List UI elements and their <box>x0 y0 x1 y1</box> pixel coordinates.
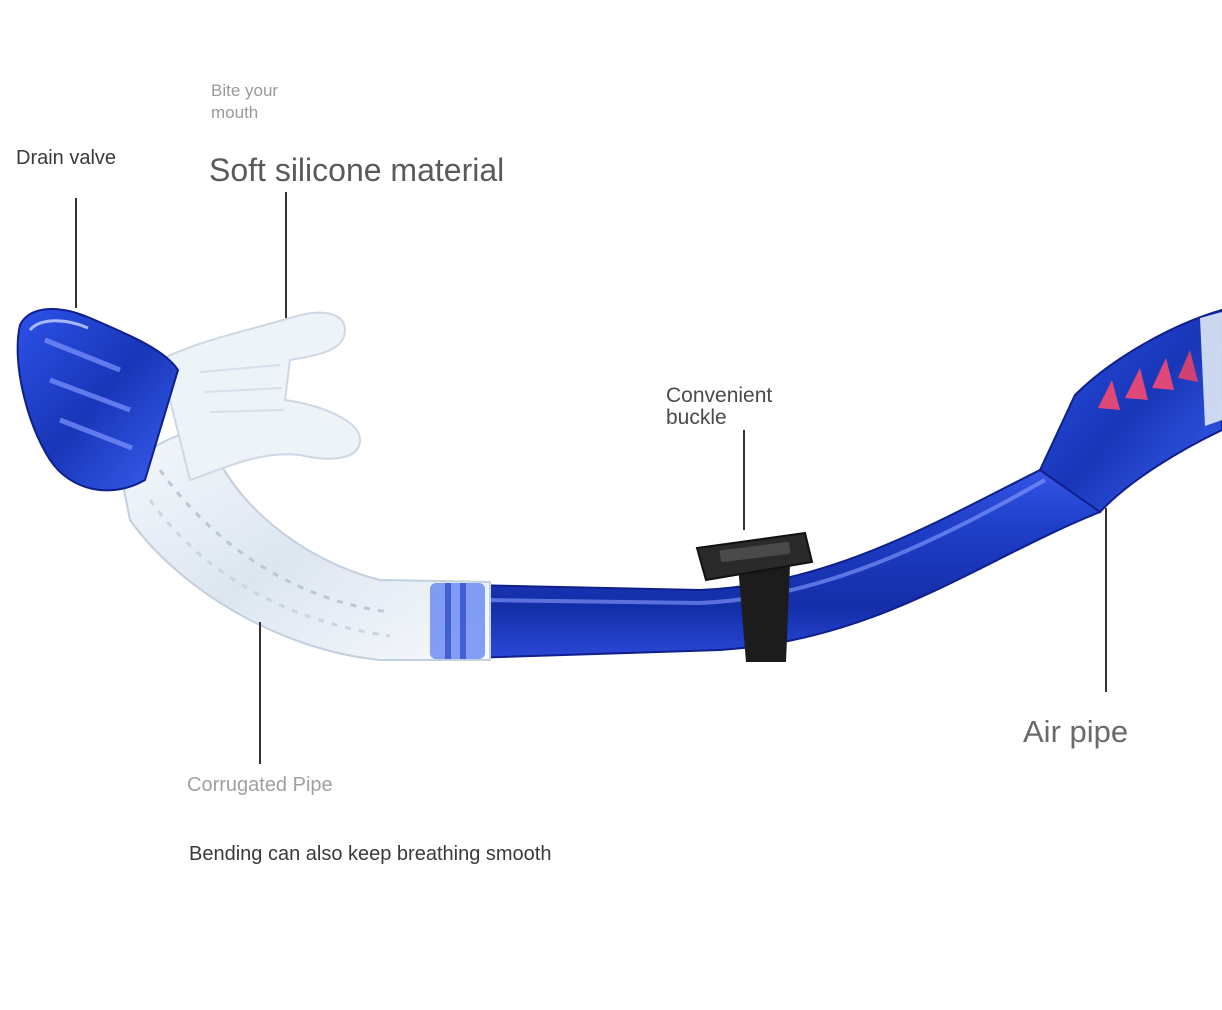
bending-note-label: Bending can also keep breathing smooth <box>189 843 552 865</box>
corrugated-pipe-part <box>118 430 491 661</box>
air-pipe-label: Air pipe <box>1023 714 1129 749</box>
soft-silicone-label: Soft silicone material <box>209 152 505 188</box>
buckle-part <box>695 531 814 662</box>
bite-mouth-label: Bite your mouth <box>211 81 279 122</box>
mouthpiece-part <box>158 311 362 482</box>
air-pipe-part <box>469 308 1222 660</box>
corrugated-pipe-label: Corrugated Pipe <box>187 774 333 796</box>
convenient-buckle-label: Convenient buckle <box>666 384 773 429</box>
callout-lines <box>75 192 1107 764</box>
drain-valve-label: Drain valve <box>16 147 117 169</box>
drain-valve-part <box>16 308 180 492</box>
